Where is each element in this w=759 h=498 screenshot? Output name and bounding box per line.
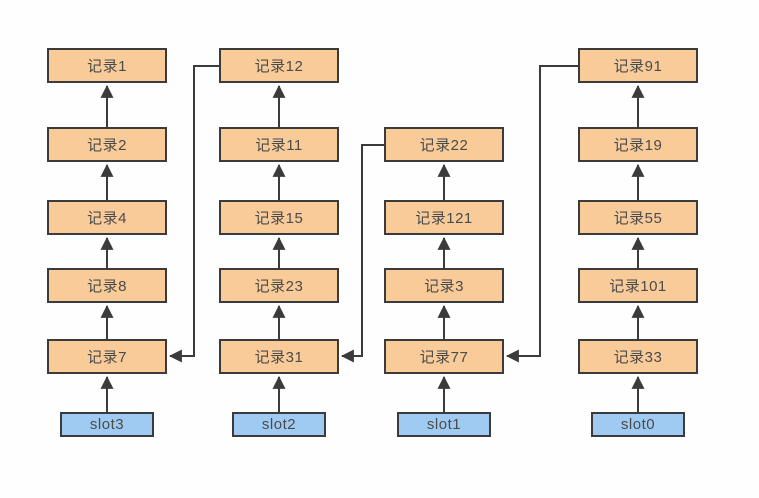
- record-box: 记录55: [578, 200, 698, 235]
- record-box: 记录91: [578, 48, 698, 83]
- record-box: 记录15: [219, 200, 339, 235]
- record-label: 记录22: [419, 137, 469, 154]
- record-box: 记录11: [219, 127, 339, 162]
- record-label: 记录121: [415, 210, 473, 227]
- record-box: 记录8: [47, 268, 167, 303]
- record-box: 记录31: [219, 339, 339, 374]
- slot-box: slot3: [60, 412, 154, 437]
- chain-link-arrow-12-to-7: [168, 65, 219, 363]
- record-label: 记录4: [87, 210, 127, 227]
- record-box: 记录4: [47, 200, 167, 235]
- record-box: 记录33: [578, 339, 698, 374]
- slot-label: slot3: [89, 416, 125, 433]
- record-box: 记录2: [47, 127, 167, 162]
- record-label: 记录8: [87, 278, 127, 295]
- slot-box: slot1: [397, 412, 491, 437]
- chain-link-arrow-91-to-77: [505, 65, 578, 363]
- record-label: 记录19: [613, 137, 663, 154]
- record-box: 记录3: [384, 268, 504, 303]
- slot-box: slot0: [591, 412, 685, 437]
- record-box: 记录7: [47, 339, 167, 374]
- record-label: 记录23: [254, 278, 304, 295]
- record-label: 记录11: [255, 137, 303, 154]
- slot-label: slot2: [261, 416, 297, 433]
- record-label: 记录12: [254, 58, 304, 75]
- record-label: 记录77: [419, 349, 469, 366]
- record-label: 记录33: [613, 349, 663, 366]
- slot-label: slot1: [426, 416, 462, 433]
- record-label: 记录101: [609, 278, 667, 295]
- record-label: 记录55: [613, 210, 663, 227]
- slot-box: slot2: [232, 412, 326, 437]
- record-label: 记录2: [87, 137, 127, 154]
- record-box: 记录23: [219, 268, 339, 303]
- record-label: 记录31: [254, 349, 304, 366]
- record-box: 记录1: [47, 48, 167, 83]
- record-box: 记录101: [578, 268, 698, 303]
- record-box: 记录12: [219, 48, 339, 83]
- record-label: 记录7: [87, 349, 127, 366]
- slot-label: slot0: [620, 416, 656, 433]
- record-label: 记录15: [254, 210, 304, 227]
- record-box: 记录19: [578, 127, 698, 162]
- record-label: 记录91: [613, 58, 663, 75]
- record-box: 记录77: [384, 339, 504, 374]
- record-label: 记录3: [424, 278, 464, 295]
- record-label: 记录1: [87, 58, 127, 75]
- chain-link-arrow-22-to-31: [340, 144, 384, 363]
- record-box: 记录121: [384, 200, 504, 235]
- record-box: 记录22: [384, 127, 504, 162]
